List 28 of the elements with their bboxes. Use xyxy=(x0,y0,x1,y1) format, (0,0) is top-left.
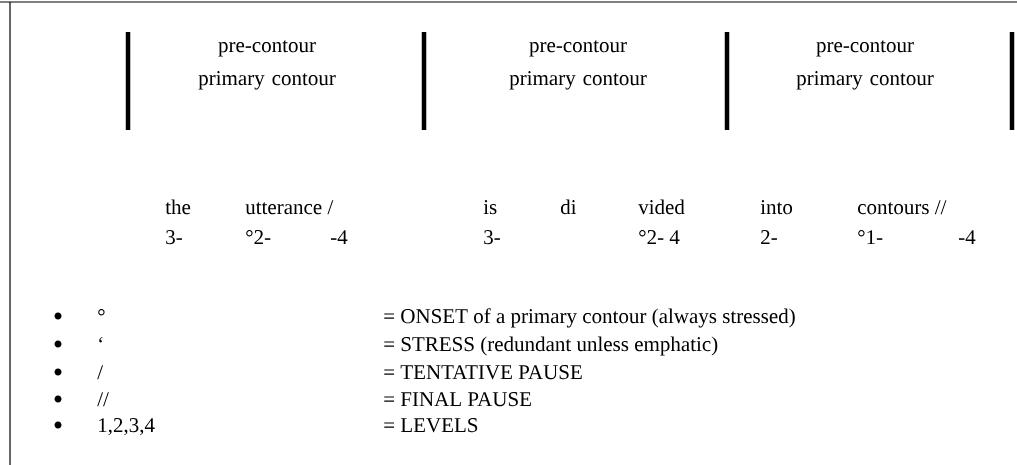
word: utterance / xyxy=(245,200,334,215)
pitch-level: 2- xyxy=(761,230,777,244)
symbol: ‘ xyxy=(99,337,103,343)
word: the xyxy=(165,199,191,215)
word: is xyxy=(483,200,497,215)
pitch-level: -4 xyxy=(331,230,348,244)
section-heading: pre-contour primary contour xyxy=(509,40,647,90)
symbol: / xyxy=(97,365,104,380)
definition: = FINAL PAUSE xyxy=(384,392,531,407)
section-heading: pre-contour primary contour xyxy=(796,40,934,90)
definition: = STRESS (redundant unless emphatic) xyxy=(384,336,718,356)
pitch-level: 3- xyxy=(484,230,500,245)
word: vided xyxy=(638,199,685,215)
definition: = ONSET of a primary contour (always stressed) xyxy=(384,308,795,328)
word: into xyxy=(760,200,793,215)
definition: = TENTATIVE PAUSE xyxy=(384,365,582,380)
word: contours // xyxy=(858,200,947,215)
symbol: 1,2,3,4 xyxy=(99,418,155,436)
symbol: ° xyxy=(98,309,105,316)
pitch-level: 3- xyxy=(166,230,182,245)
section-heading: pre-contour primary contour xyxy=(198,40,336,90)
pitch-level: °2- xyxy=(246,230,271,244)
word: di xyxy=(560,199,577,215)
pitch-level: °2- 4 xyxy=(639,230,680,244)
definition: = LEVELS xyxy=(384,418,478,433)
pitch-level: °1- xyxy=(858,230,883,244)
pitch-level: -4 xyxy=(959,230,976,244)
symbol: // xyxy=(97,392,109,407)
